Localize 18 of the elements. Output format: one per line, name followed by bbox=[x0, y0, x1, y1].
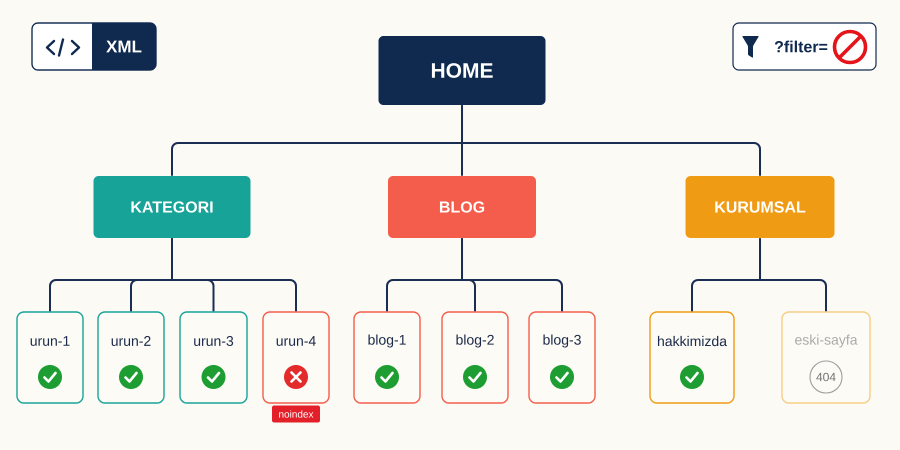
connector bbox=[759, 238, 827, 312]
page-card: urun-4 bbox=[262, 311, 330, 404]
connector bbox=[171, 238, 297, 312]
page-card: urun-3 bbox=[179, 311, 248, 404]
page-card: hakkimizda bbox=[649, 311, 735, 404]
page-card: blog-1 bbox=[353, 311, 421, 404]
connector bbox=[461, 238, 563, 312]
page-card: urun-2 bbox=[97, 311, 165, 404]
page-card: blog-3 bbox=[528, 311, 596, 404]
section-box: KURUMSAL bbox=[686, 176, 834, 238]
connector bbox=[461, 105, 761, 176]
page-card: urun-1 bbox=[16, 311, 84, 404]
format-badge: XML bbox=[31, 22, 157, 71]
page-card: blog-2 bbox=[441, 311, 509, 404]
section-box: BLOG bbox=[388, 176, 536, 238]
section-box: KATEGORI bbox=[94, 176, 250, 238]
section-box: HOME bbox=[378, 36, 546, 105]
status-tag: noindex bbox=[272, 406, 320, 422]
